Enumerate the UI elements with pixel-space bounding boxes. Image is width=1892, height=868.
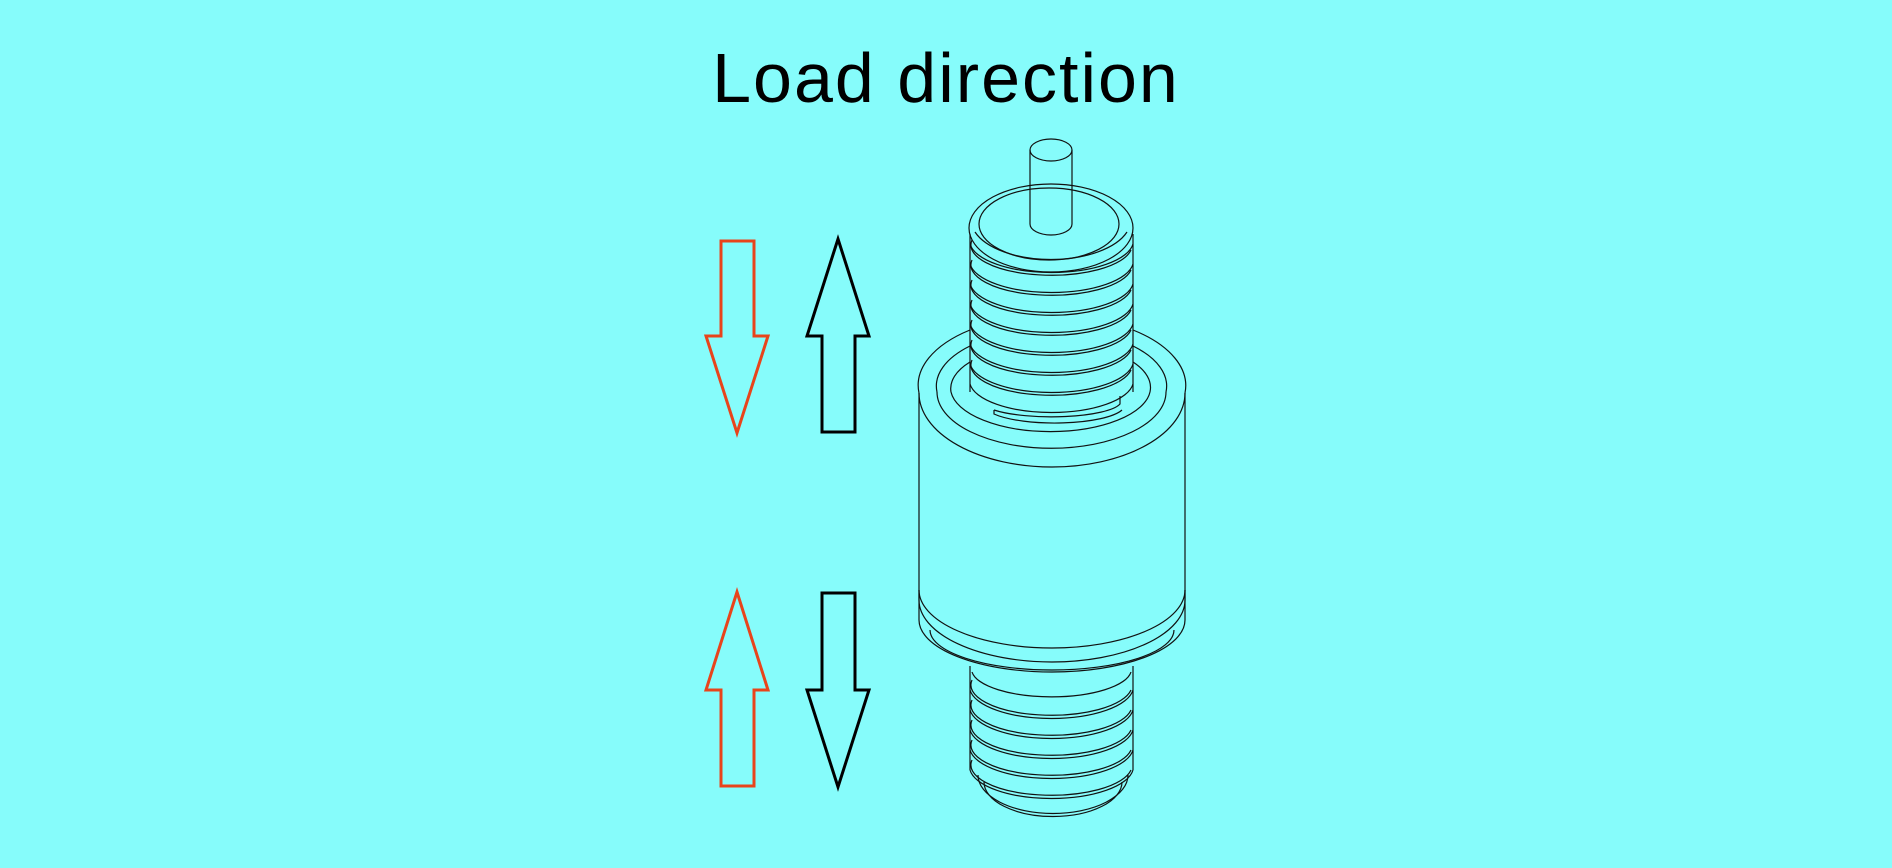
top-compression-arrow: [703, 239, 771, 438]
cylinder-body: [918, 393, 1186, 673]
bottom-tension-arrow: [804, 591, 872, 792]
lower-thread: [969, 666, 1134, 818]
top-head: [968, 183, 1134, 273]
bottom-compression-arrow: [703, 587, 771, 788]
body-top-rings: [917, 329, 1187, 468]
load-cell-illustration: [917, 138, 1187, 818]
upper-thread: [969, 234, 1134, 424]
arrow-group: [703, 234, 872, 792]
top-pin: [1029, 138, 1073, 236]
page-title: Load direction: [712, 39, 1180, 117]
top-tension-arrow: [804, 234, 872, 434]
